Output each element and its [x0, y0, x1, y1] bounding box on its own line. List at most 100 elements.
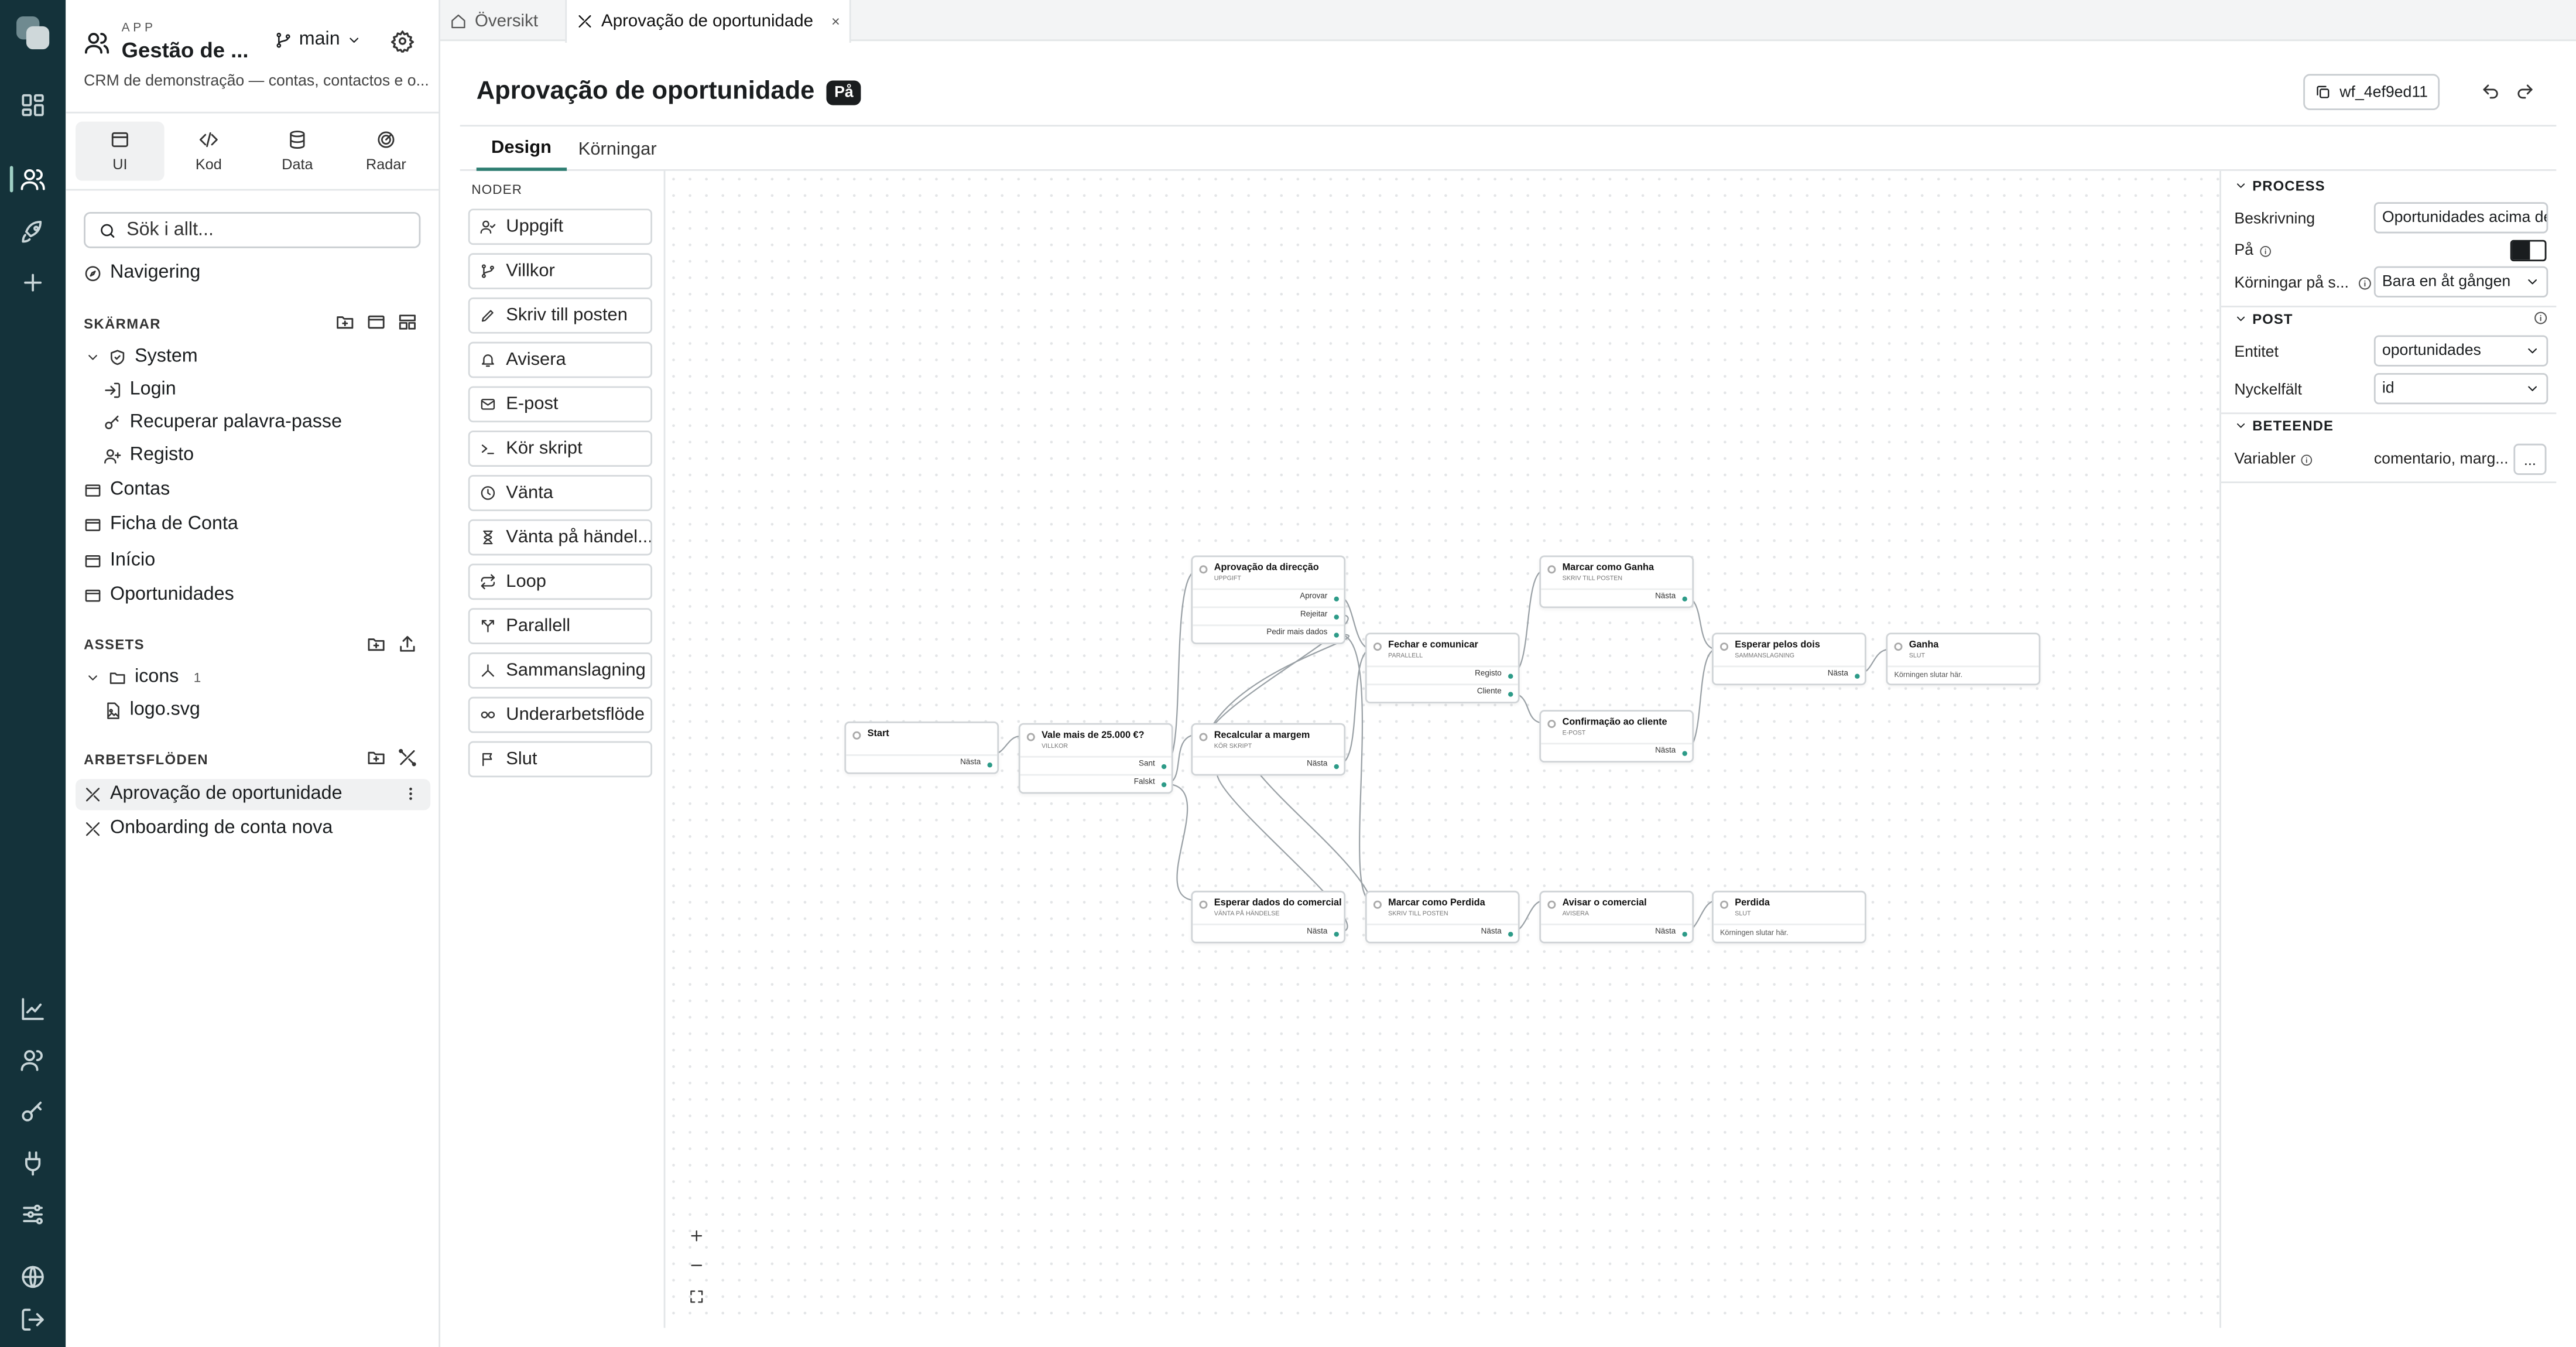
- apps-grid-icon[interactable]: [20, 92, 46, 118]
- tree-item-screen[interactable]: Ficha de Conta: [84, 514, 238, 534]
- tab-design[interactable]: Design: [476, 127, 567, 171]
- node-output-port[interactable]: Rejeitar: [1193, 606, 1344, 624]
- layout-template-icon[interactable]: [398, 312, 417, 332]
- search-box[interactable]: [84, 211, 421, 248]
- gear-icon[interactable]: [390, 30, 415, 53]
- palette-item[interactable]: Kör skript: [468, 430, 653, 467]
- upload-icon[interactable]: [398, 634, 417, 654]
- mode-radar[interactable]: Radar: [342, 122, 431, 181]
- new-screen-icon[interactable]: [366, 312, 386, 332]
- tree-item-screen[interactable]: Início: [84, 551, 155, 570]
- node-output-port[interactable]: Pedir mais dados: [1193, 624, 1344, 642]
- copy-workflow-id-button[interactable]: wf_4ef9ed11: [2303, 74, 2440, 111]
- mode-ui[interactable]: UI: [76, 121, 165, 181]
- node-output-port[interactable]: Nästa: [846, 754, 998, 772]
- palette-item[interactable]: Slut: [468, 741, 653, 778]
- key-field-select[interactable]: id: [2373, 372, 2548, 405]
- close-tab-icon[interactable]: ×: [831, 13, 840, 30]
- palette-item[interactable]: Avisera: [468, 341, 653, 378]
- zoom-out-button[interactable]: [682, 1250, 712, 1280]
- plug-icon[interactable]: [20, 1150, 46, 1177]
- globe-icon[interactable]: [20, 1264, 46, 1290]
- team-icon[interactable]: [20, 1047, 46, 1073]
- fit-view-button[interactable]: [682, 1282, 712, 1312]
- runs-select[interactable]: Bara en åt gången: [2373, 266, 2548, 298]
- tree-item-screen[interactable]: Oportunidades: [84, 585, 234, 605]
- branch-selector[interactable]: main: [275, 30, 362, 49]
- mode-data[interactable]: Data: [253, 122, 342, 181]
- behavior-section-header[interactable]: BETEENDE: [2234, 418, 2334, 434]
- mode-code[interactable]: Kod: [165, 122, 254, 181]
- rocket-icon[interactable]: [20, 218, 46, 245]
- palette-item[interactable]: Skriv till posten: [468, 297, 653, 334]
- workflow-item-active[interactable]: Aprovação de oportunidade: [84, 784, 342, 804]
- post-section-header[interactable]: POST: [2234, 310, 2293, 327]
- app-logo[interactable]: [16, 16, 50, 50]
- node-output-port[interactable]: Nästa: [1541, 743, 1693, 761]
- chart-line-icon[interactable]: [20, 996, 46, 1023]
- palette-item[interactable]: Parallell: [468, 608, 653, 644]
- tree-item-logo-file[interactable]: logo.svg: [104, 700, 200, 720]
- tab-workflow[interactable]: Aprovação de oportunidade×: [565, 0, 852, 43]
- workflow-item[interactable]: Onboarding de conta nova: [84, 818, 333, 838]
- palette-item[interactable]: Villkor: [468, 253, 653, 289]
- search-input[interactable]: [126, 220, 406, 240]
- node-output-port[interactable]: Aprovar: [1193, 588, 1344, 607]
- node-output-port[interactable]: Registo: [1366, 665, 1518, 683]
- palette-item[interactable]: Loop: [468, 563, 653, 600]
- tab-overview[interactable]: Översikt: [440, 0, 548, 41]
- tree-item-screen[interactable]: Contas: [84, 480, 170, 500]
- sliders-icon[interactable]: [20, 1201, 46, 1228]
- undo-icon[interactable]: [2481, 82, 2500, 102]
- more-vertical-icon[interactable]: [402, 785, 419, 802]
- edit-variables-button[interactable]: ...: [2513, 443, 2547, 475]
- node-output-port[interactable]: Nästa: [1541, 924, 1693, 942]
- palette-item[interactable]: Underarbetsflöde: [468, 696, 653, 733]
- node-output-port[interactable]: Falskt: [1020, 774, 1171, 792]
- tree-item-register[interactable]: Registo: [104, 445, 194, 465]
- new-folder-icon[interactable]: [335, 312, 355, 332]
- palette-item[interactable]: E-post: [468, 386, 653, 423]
- users-icon[interactable]: [20, 166, 46, 192]
- palette-item[interactable]: Vänta på händel...: [468, 519, 653, 556]
- plus-icon[interactable]: [20, 269, 46, 296]
- tab-runs[interactable]: Körningar: [578, 139, 657, 159]
- node-output-port[interactable]: Nästa: [1541, 588, 1693, 607]
- logout-icon[interactable]: [20, 1307, 46, 1333]
- key-icon[interactable]: [20, 1099, 46, 1126]
- node-output-port[interactable]: Nästa: [1366, 924, 1518, 942]
- tree-item-login[interactable]: Login: [104, 380, 176, 399]
- palette-item[interactable]: Vänta: [468, 474, 653, 511]
- new-folder-icon[interactable]: [366, 748, 386, 768]
- new-folder-icon[interactable]: [366, 634, 386, 654]
- palette-item[interactable]: Sammanslagning: [468, 652, 653, 689]
- description-input[interactable]: Oportunidades acima de: [2373, 202, 2548, 234]
- node-output-port[interactable]: Nästa: [1193, 924, 1344, 942]
- tree-item-recover-password[interactable]: Recuperar palavra-passe: [104, 412, 342, 432]
- zoom-in-button[interactable]: [682, 1221, 712, 1251]
- node-output-port[interactable]: Nästa: [1193, 755, 1344, 774]
- tree-item-system[interactable]: System: [85, 347, 198, 367]
- node-output-port[interactable]: Cliente: [1366, 683, 1518, 702]
- palette-item[interactable]: Uppgift: [468, 208, 653, 245]
- app-name[interactable]: Gestão de ...: [121, 37, 249, 63]
- redo-icon[interactable]: [2515, 82, 2535, 102]
- node-output-port[interactable]: Sant: [1020, 755, 1171, 774]
- enabled-toggle[interactable]: [2510, 240, 2547, 262]
- entity-select[interactable]: oportunidades: [2373, 335, 2548, 367]
